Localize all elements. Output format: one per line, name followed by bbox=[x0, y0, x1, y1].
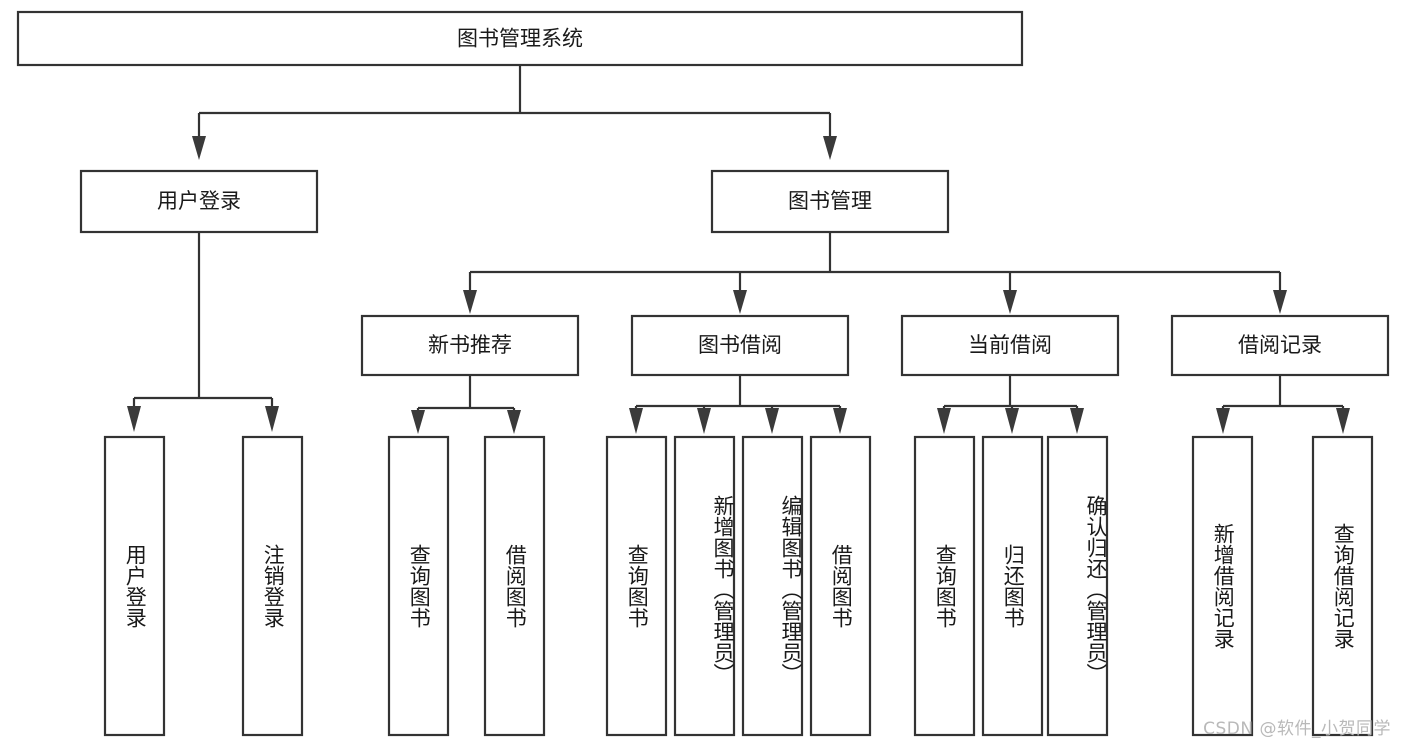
arrow-head-leaf-edit-book bbox=[765, 408, 779, 434]
node-box-leaf-query-book-1[interactable] bbox=[387, 435, 450, 737]
node-box-leaf-logout[interactable] bbox=[241, 435, 304, 737]
node-box-leaf-query-book-2[interactable] bbox=[605, 435, 668, 737]
node-box-leaf-confirm-return[interactable] bbox=[1046, 435, 1109, 737]
connector-group-root bbox=[192, 65, 837, 160]
node-box-book-manage[interactable] bbox=[710, 169, 950, 234]
connector-group-borrow-record bbox=[1216, 375, 1350, 434]
connector-group-book-borrow bbox=[629, 375, 847, 434]
node-box-new-book-recommend[interactable] bbox=[360, 314, 580, 377]
node-box-book-borrow[interactable] bbox=[630, 314, 850, 377]
node-box-root[interactable] bbox=[16, 10, 1024, 67]
node-box-leaf-user-login[interactable] bbox=[103, 435, 166, 737]
arrow-head-leaf-add-record bbox=[1216, 408, 1230, 434]
arrow-head-leaf-add-book bbox=[697, 408, 711, 434]
node-label-user-login: 用户登录 bbox=[157, 189, 241, 213]
node-box-leaf-borrow-book-2[interactable] bbox=[809, 435, 872, 737]
arrow-head-book-borrow bbox=[733, 290, 747, 314]
arrow-head-leaf-query-book-2 bbox=[629, 408, 643, 434]
node-box-leaf-return-book[interactable] bbox=[981, 435, 1044, 737]
arrow-head-leaf-return-book bbox=[1005, 408, 1019, 434]
node-box-current-borrow[interactable] bbox=[900, 314, 1120, 377]
node-label-book-borrow: 图书借阅 bbox=[698, 333, 782, 357]
arrow-head-new-book-recommend bbox=[463, 290, 477, 314]
node-box-leaf-add-book[interactable] bbox=[673, 435, 736, 737]
arrow-head-current-borrow bbox=[1003, 290, 1017, 314]
arrow-head-leaf-user-login bbox=[127, 406, 141, 432]
arrow-head-borrow-record bbox=[1273, 290, 1287, 314]
arrow-head-leaf-query-book-3 bbox=[937, 408, 951, 434]
arrow-head-user-login bbox=[192, 136, 206, 160]
arrow-head-leaf-query-record bbox=[1336, 408, 1350, 434]
node-box-leaf-edit-book[interactable] bbox=[741, 435, 804, 737]
arrow-head-book-manage bbox=[823, 136, 837, 160]
node-box-leaf-add-record[interactable] bbox=[1191, 435, 1254, 737]
arrow-head-leaf-borrow-book-2 bbox=[833, 408, 847, 434]
node-label-root: 图书管理系统 bbox=[457, 27, 583, 51]
arrow-head-leaf-query-book-1 bbox=[411, 410, 425, 434]
node-box-user-login[interactable] bbox=[79, 169, 319, 234]
arrow-head-leaf-logout bbox=[265, 406, 279, 432]
connector-group-user-login bbox=[127, 232, 279, 432]
connector-group-book-manage bbox=[463, 232, 1287, 314]
connector-group-current-borrow bbox=[937, 375, 1084, 434]
node-label-book-manage: 图书管理 bbox=[788, 189, 872, 213]
node-box-leaf-borrow-book-1[interactable] bbox=[483, 435, 546, 737]
node-label-new-book-recommend: 新书推荐 bbox=[428, 333, 512, 357]
connector-group-new-book-recommend bbox=[411, 375, 521, 434]
node-label-current-borrow: 当前借阅 bbox=[968, 333, 1052, 357]
node-box-leaf-query-record[interactable] bbox=[1311, 435, 1374, 737]
node-box-borrow-record[interactable] bbox=[1170, 314, 1390, 377]
node-label-borrow-record: 借阅记录 bbox=[1238, 333, 1322, 357]
node-box-leaf-query-book-3[interactable] bbox=[913, 435, 976, 737]
csdn-watermark: CSDN @软件_小贺同学 bbox=[1203, 719, 1391, 739]
arrow-head-leaf-borrow-book-1 bbox=[507, 410, 521, 434]
arrow-head-leaf-confirm-return bbox=[1070, 408, 1084, 434]
